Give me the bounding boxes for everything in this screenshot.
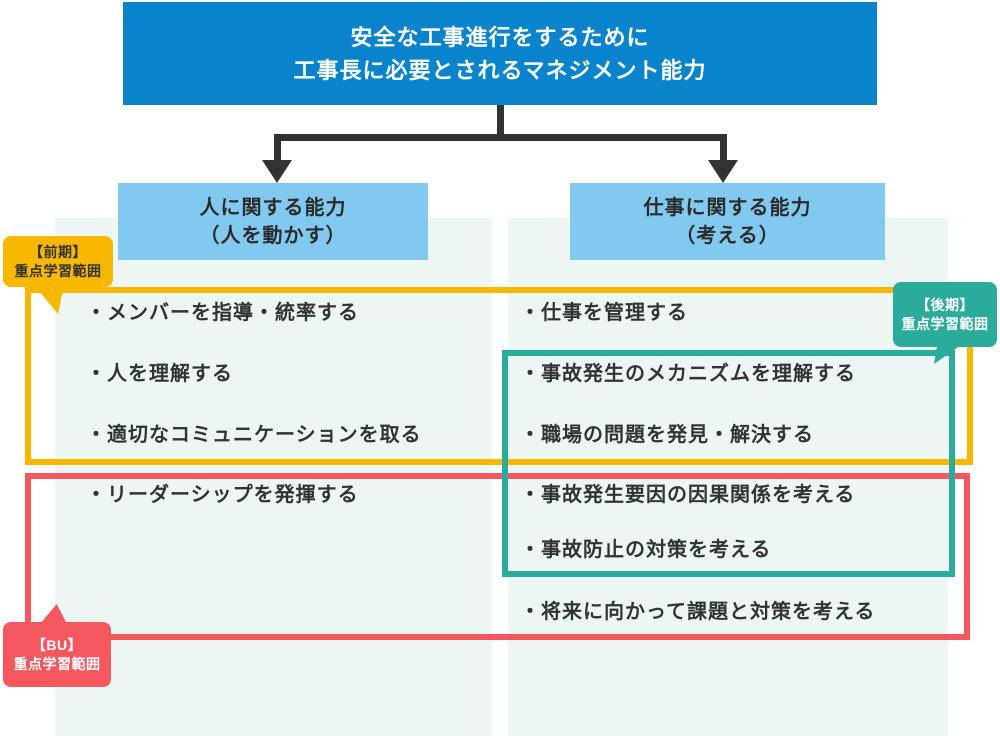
list-item: ・職場の問題を発見・解決する xyxy=(520,424,814,446)
list-item: ・事故発生のメカニズムを理解する xyxy=(520,363,856,385)
range-box-kouki xyxy=(502,350,955,577)
title-line-1: 安全な工事進行をするために xyxy=(350,24,650,50)
branch-header-people: 人に関する能力 （人を動かす） xyxy=(118,183,428,260)
range-box-bu xyxy=(25,473,970,640)
list-item: ・メンバーを指導・統率する xyxy=(86,302,359,324)
connector-right-drop xyxy=(720,134,727,164)
list-item: ・仕事を管理する xyxy=(520,302,688,324)
badge-kouki: 【後期】 重点学習範囲 xyxy=(893,282,997,347)
badge-kouki-line-1: 【後期】 xyxy=(916,297,974,314)
list-item: ・将来に向かって課題と対策を考える xyxy=(520,601,876,623)
list-item: ・リーダーシップを発揮する xyxy=(86,484,359,506)
connector-left-drop xyxy=(274,134,281,164)
list-item: ・事故発生要因の因果関係を考える xyxy=(520,484,856,506)
list-item: ・事故防止の対策を考える xyxy=(520,539,772,561)
badge-zenki: 【前期】 重点学習範囲 xyxy=(3,236,113,287)
list-item: ・人を理解する xyxy=(86,363,233,385)
badge-bu: 【BU】 重点学習範囲 xyxy=(3,622,111,687)
arrow-down-icon xyxy=(262,160,292,183)
branch-header-work: 仕事に関する能力 （考える） xyxy=(570,183,885,260)
branch-header-people-line-1: 人に関する能力 xyxy=(199,196,347,219)
branch-header-work-line-2: （考える） xyxy=(675,224,780,247)
connector-stem xyxy=(497,105,504,138)
arrow-down-icon xyxy=(708,160,738,183)
badge-bu-line-1: 【BU】 xyxy=(31,637,83,654)
badge-kouki-line-2: 重点学習範囲 xyxy=(901,315,989,332)
connector-crossbar xyxy=(274,134,727,141)
range-box-zenki xyxy=(25,287,973,465)
title-box: 安全な工事進行をするために 工事長に必要とされるマネジメント能力 xyxy=(123,2,877,105)
title-line-2: 工事長に必要とされるマネジメント能力 xyxy=(293,57,707,83)
list-item: ・適切なコミュニケーションを取る xyxy=(86,424,422,446)
badge-bu-line-2: 重点学習範囲 xyxy=(13,655,101,672)
branch-header-work-line-1: 仕事に関する能力 xyxy=(643,196,812,219)
branch-header-people-line-2: （人を動かす） xyxy=(199,224,347,247)
badge-zenki-line-2: 重点学習範囲 xyxy=(14,262,102,279)
badge-zenki-line-1: 【前期】 xyxy=(29,244,87,261)
